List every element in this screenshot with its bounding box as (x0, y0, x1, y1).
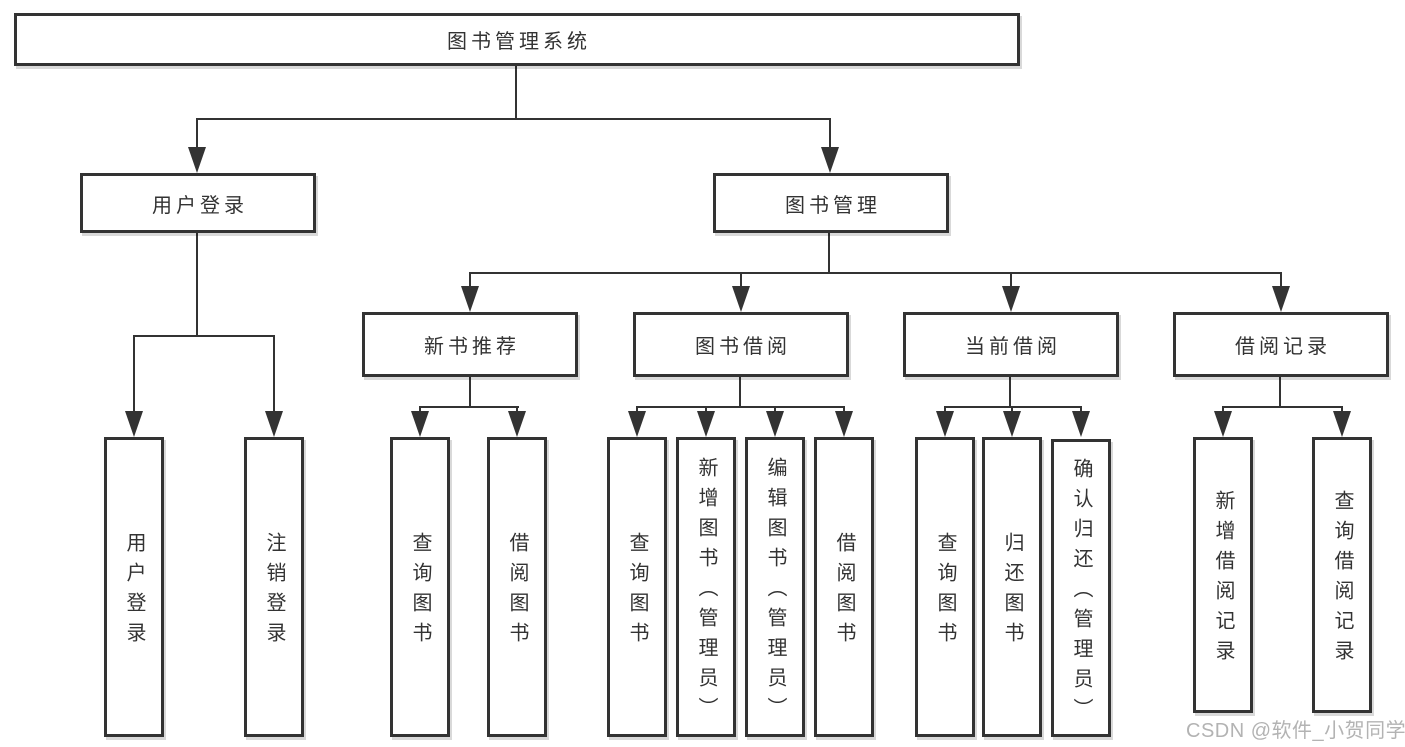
arrow-shaft (133, 335, 135, 413)
arrow-shaft (740, 272, 742, 288)
arrow-shaft (273, 335, 275, 413)
node-label: 当前借阅 (965, 336, 1061, 358)
arrow-shaft (1280, 272, 1282, 288)
arrow-shaft (636, 406, 638, 414)
node-query-books-current: 查询图书 (915, 437, 975, 737)
node-query-books-recommend: 查询图书 (390, 437, 450, 737)
connector-book-borrow-stem (739, 377, 741, 408)
connector-user-login-stem (196, 233, 198, 337)
node-library-system: 图书管理系统 (14, 13, 1020, 66)
node-label: 查询借阅记录 (1331, 490, 1353, 670)
arrow-shaft (1010, 272, 1012, 288)
arrow-shaft (705, 406, 707, 414)
connector-new-book-stem (469, 377, 471, 408)
node-book-borrowing: 图书借阅 (633, 312, 849, 377)
node-book-management: 图书管理 (713, 173, 949, 233)
arrowhead-icon (1002, 286, 1020, 312)
arrowhead-icon (1072, 411, 1090, 437)
arrow-shaft (469, 272, 471, 288)
node-logout: 注销登录 (244, 437, 304, 737)
arrowhead-icon (1214, 411, 1232, 437)
node-query-books-borrow: 查询图书 (607, 437, 667, 737)
arrowhead-icon (1272, 286, 1290, 312)
node-login: 用户登录 (104, 437, 164, 737)
arrow-shaft (419, 406, 421, 414)
node-label: 借阅记录 (1235, 336, 1331, 358)
node-label: 图书管理系统 (447, 31, 591, 53)
arrow-shaft (829, 118, 831, 152)
arrow-shaft (516, 406, 518, 414)
node-edit-book-admin: 编辑图书（管理员） (745, 437, 805, 737)
connector-user-login-bar (133, 335, 275, 337)
node-label: 确认归还（管理员） (1070, 458, 1092, 728)
connector-root-bar (196, 118, 831, 120)
node-query-borrow-record: 查询借阅记录 (1312, 437, 1372, 713)
arrowhead-icon (697, 411, 715, 437)
arrow-shaft (1341, 406, 1343, 414)
arrowhead-icon (508, 411, 526, 437)
node-label: 用户登录 (123, 532, 145, 652)
arrow-shaft (774, 406, 776, 414)
node-confirm-return-admin: 确认归还（管理员） (1051, 439, 1111, 737)
node-label: 编辑图书（管理员） (764, 457, 786, 727)
node-current-borrowing: 当前借阅 (903, 312, 1119, 377)
node-label: 图书管理 (785, 194, 881, 217)
node-label: 用户登录 (152, 194, 248, 217)
arrowhead-icon (461, 286, 479, 312)
arrowhead-icon (188, 147, 206, 173)
csdn-watermark: CSDN @软件_小贺同学 (1186, 720, 1405, 742)
node-borrowing-records: 借阅记录 (1173, 312, 1389, 377)
arrowhead-icon (766, 411, 784, 437)
arrowhead-icon (411, 411, 429, 437)
node-borrow-books: 借阅图书 (814, 437, 874, 737)
node-user-login: 用户登录 (80, 173, 316, 233)
node-new-book-recommend: 新书推荐 (362, 312, 578, 377)
connector-root-stem (515, 66, 517, 120)
arrowhead-icon (1003, 411, 1021, 437)
arrow-shaft (1080, 406, 1082, 414)
arrow-shaft (843, 406, 845, 414)
node-label: 新增借阅记录 (1212, 490, 1234, 670)
node-label: 新增图书（管理员） (695, 457, 717, 727)
node-label: 查询图书 (934, 532, 956, 652)
arrowhead-icon (1333, 411, 1351, 437)
node-label: 查询图书 (626, 532, 648, 652)
node-label: 借阅图书 (506, 532, 528, 652)
connector-current-borrow-bar (944, 406, 1082, 408)
node-return-book: 归还图书 (982, 437, 1042, 737)
arrow-shaft (1222, 406, 1224, 414)
connector-book-borrow-bar (636, 406, 845, 408)
connector-borrow-record-bar (1222, 406, 1343, 408)
arrowhead-icon (732, 286, 750, 312)
arrow-shaft (1011, 406, 1013, 414)
arrowhead-icon (936, 411, 954, 437)
node-label: 图书借阅 (695, 336, 791, 358)
node-label: 借阅图书 (833, 532, 855, 652)
node-add-borrow-record: 新增借阅记录 (1193, 437, 1253, 713)
arrow-shaft (196, 118, 198, 152)
node-add-book-admin: 新增图书（管理员） (676, 437, 736, 737)
node-label: 查询图书 (409, 532, 431, 652)
arrowhead-icon (821, 147, 839, 173)
connector-new-book-bar (419, 406, 519, 408)
node-label: 注销登录 (263, 532, 285, 652)
connector-book-mgmt-bar (469, 272, 1281, 274)
arrowhead-icon (835, 411, 853, 437)
arrowhead-icon (265, 411, 283, 437)
node-label: 新书推荐 (424, 336, 520, 358)
arrowhead-icon (125, 411, 143, 437)
arrow-shaft (944, 406, 946, 414)
arrowhead-icon (628, 411, 646, 437)
node-borrow-books-recommend: 借阅图书 (487, 437, 547, 737)
node-label: 归还图书 (1001, 532, 1023, 652)
connector-current-borrow-stem (1009, 377, 1011, 408)
connector-book-mgmt-stem (828, 233, 830, 274)
connector-borrow-record-stem (1279, 377, 1281, 408)
